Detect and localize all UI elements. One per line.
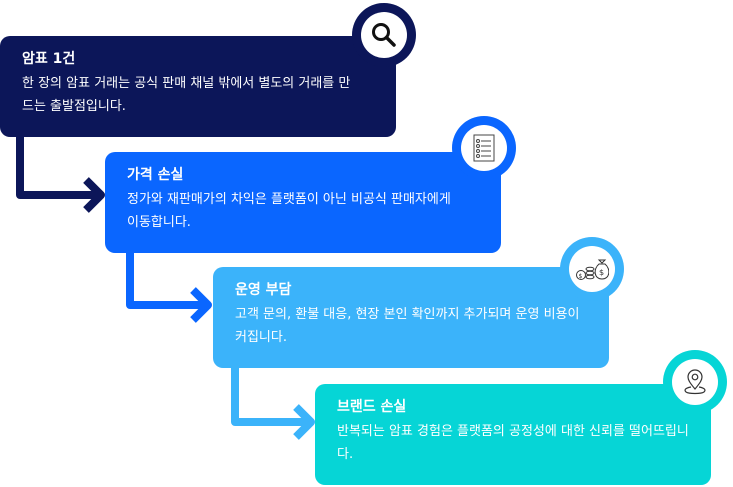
step-1-badge xyxy=(352,3,416,67)
location-pin-icon xyxy=(684,369,706,395)
checklist-icon xyxy=(473,134,495,162)
step-desc: 고객 문의, 환불 대응, 현장 본인 확인까지 추가되며 운영 비용이 커집니… xyxy=(235,307,580,345)
step-title: 운영 부담 xyxy=(235,282,292,298)
step-3-badge: $$ xyxy=(560,237,624,301)
step-title: 가격 손실 xyxy=(127,167,184,183)
svg-text:$: $ xyxy=(579,273,583,280)
step-title: 브랜드 손실 xyxy=(337,399,407,415)
search-icon xyxy=(372,23,396,47)
step-card-3: 운영 부담 고객 문의, 환불 대응, 현장 본인 확인까지 추가되며 운영 비… xyxy=(213,267,609,368)
step-desc: 정가와 재판매가의 차익은 플랫폼이 아닌 비공식 판매자에게 이동합니다. xyxy=(127,192,451,230)
step-2-badge xyxy=(452,116,516,180)
arrow-3-4 xyxy=(231,368,315,440)
svg-text:$: $ xyxy=(599,268,604,277)
step-desc: 반복되는 암표 경험은 플랫폼의 공정성에 대한 신뢰를 떨어뜨립니다. xyxy=(337,424,689,462)
step-card-1: 암표 1건 한 장의 암표 거래는 공식 판매 채널 밖에서 별도의 거래를 만… xyxy=(0,36,396,137)
step-title: 암표 1건 xyxy=(22,51,76,67)
money-icon: $$ xyxy=(576,259,609,280)
step-4-badge xyxy=(663,350,727,414)
arrow-2-3 xyxy=(126,253,212,323)
step-desc: 한 장의 암표 거래는 공식 판매 채널 밖에서 별도의 거래를 만드는 출발점… xyxy=(22,76,351,114)
arrow-1-2 xyxy=(16,137,105,213)
step-card-4: 브랜드 손실 반복되는 암표 경험은 플랫폼의 공정성에 대한 신뢰를 떨어뜨립… xyxy=(315,384,711,485)
step-card-2: 가격 손실 정가와 재판매가의 차익은 플랫폼이 아닌 비공식 판매자에게 이동… xyxy=(105,152,501,253)
